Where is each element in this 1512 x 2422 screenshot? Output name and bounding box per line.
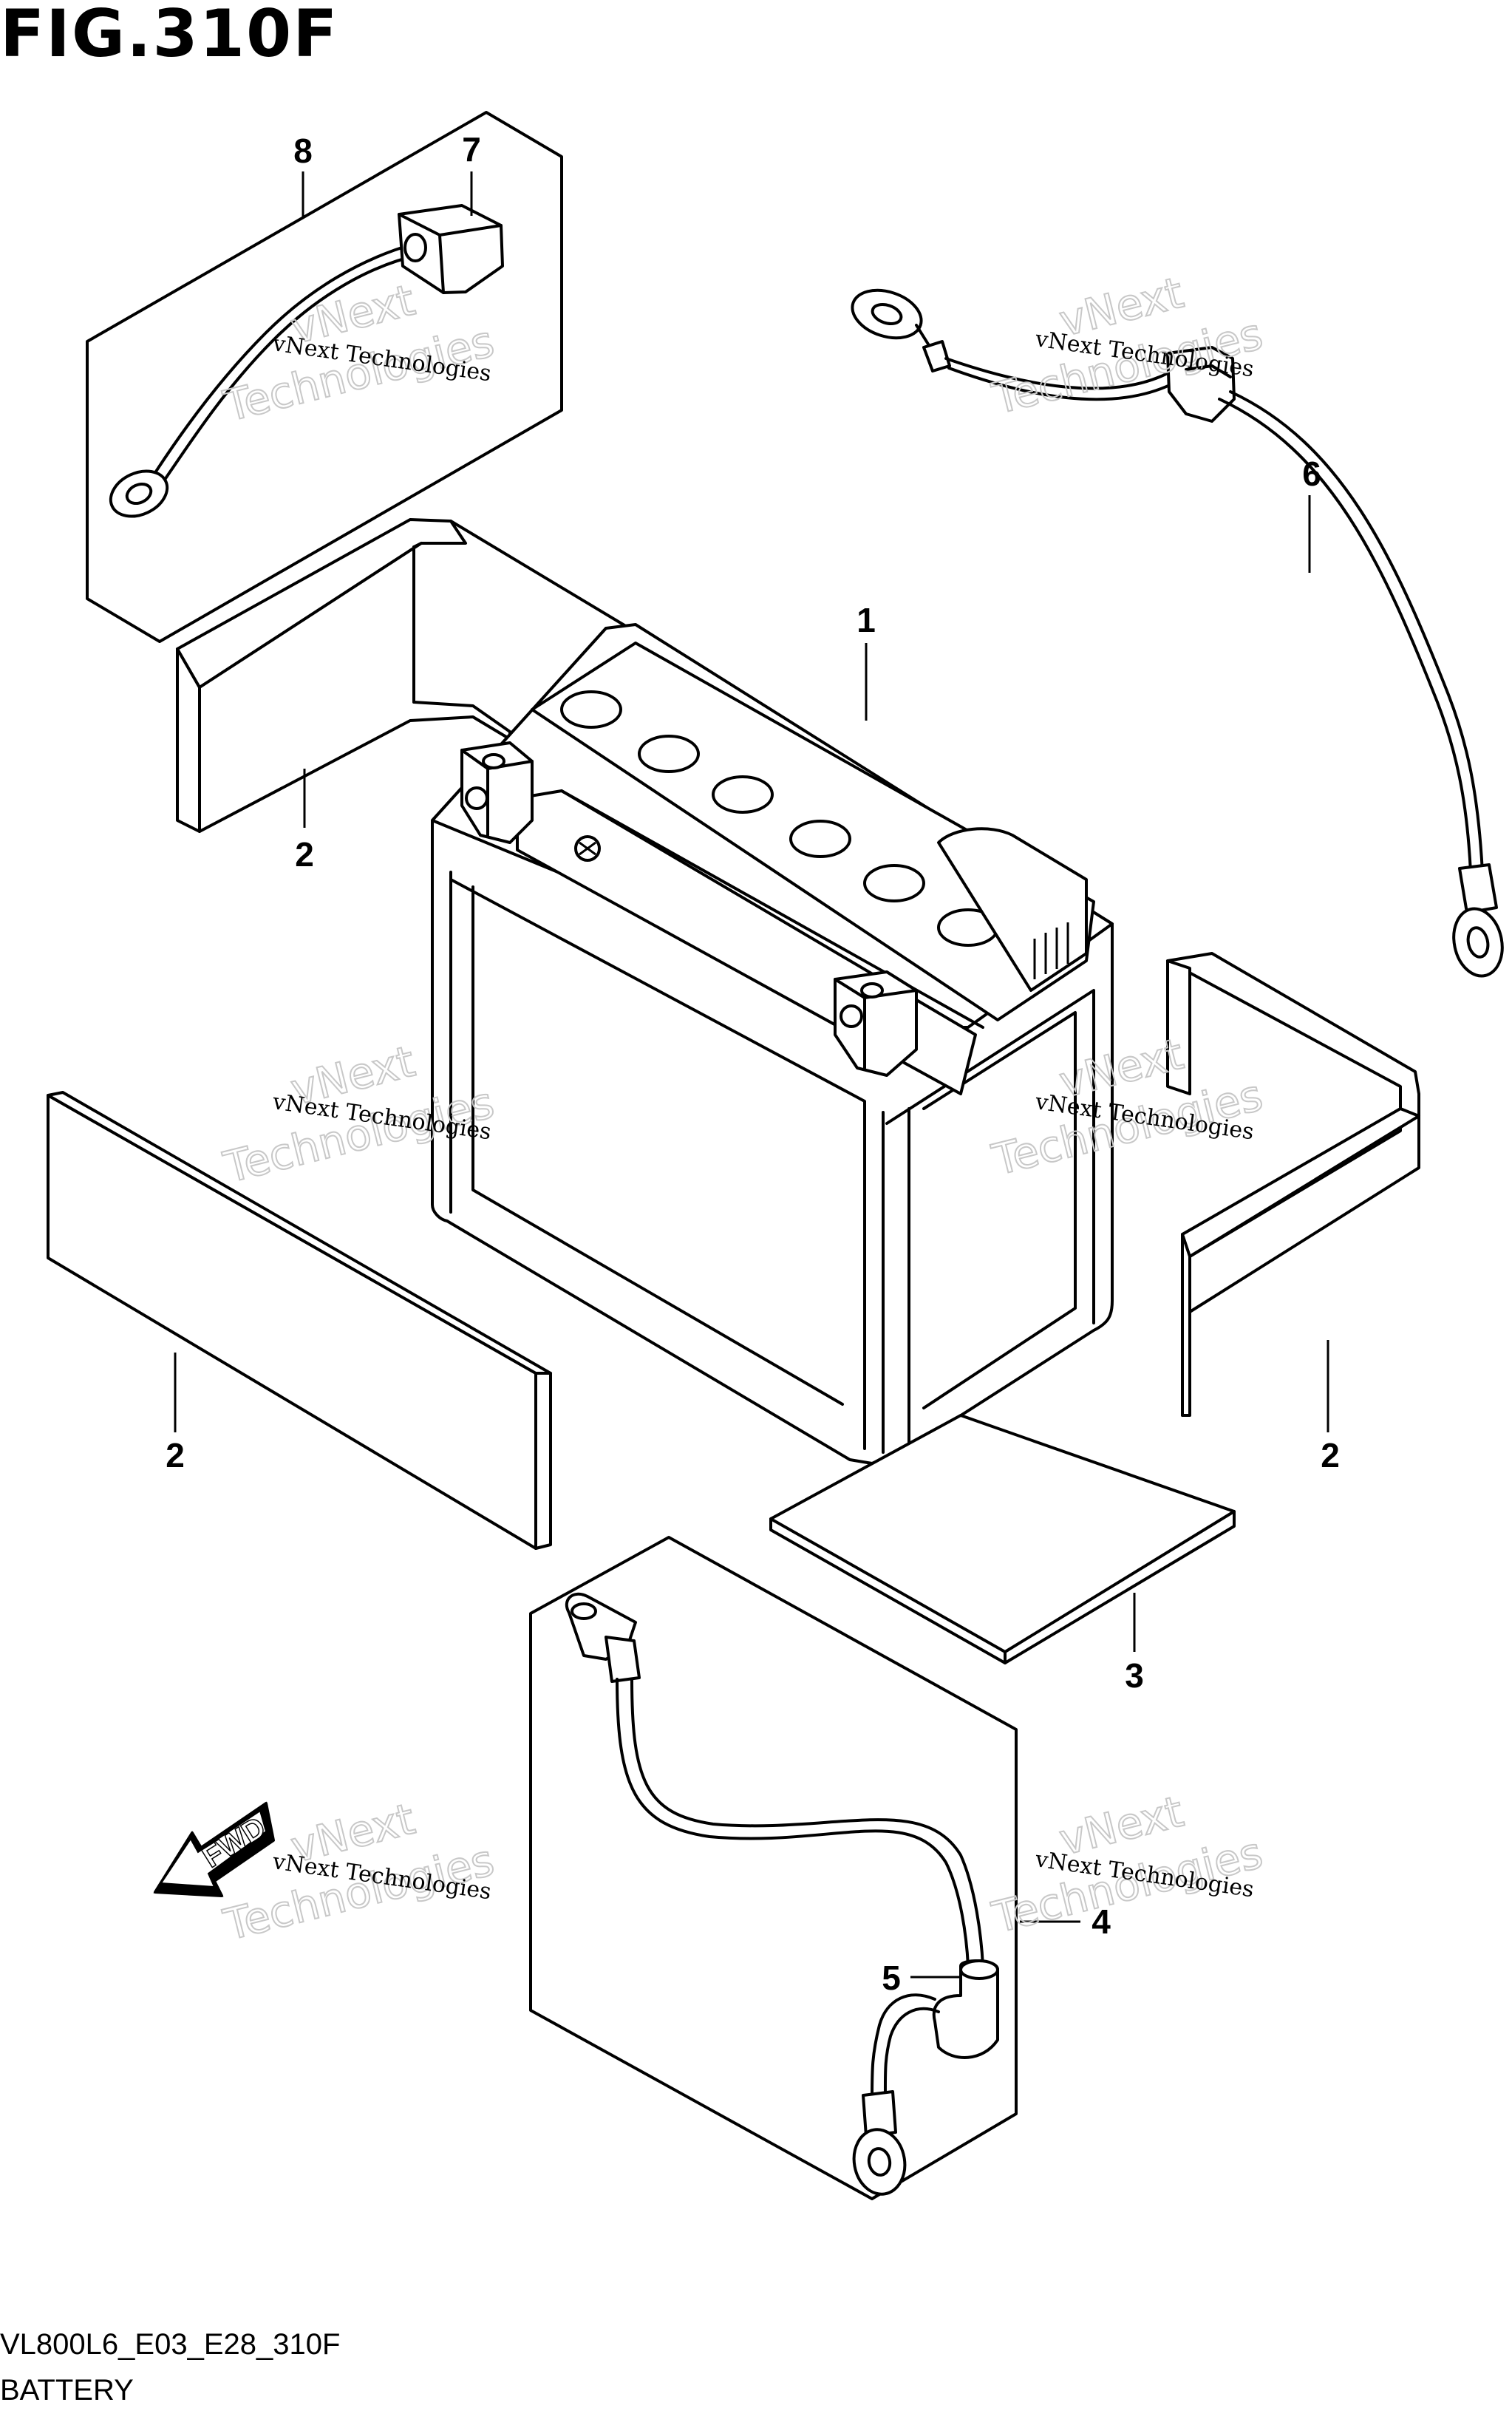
figure-name: BATTERY xyxy=(0,2374,134,2406)
callouts: 8 7 6 1 2 2 2 3 4 5 xyxy=(166,130,1340,1997)
figure-code: VL800L6_E03_E28_310F xyxy=(0,2328,341,2361)
callout-3: 3 xyxy=(1125,1656,1144,1695)
part-2-left-pad xyxy=(47,1091,552,1550)
part-1-battery xyxy=(431,623,1114,1465)
part-2-upper-left-pad xyxy=(176,518,637,833)
callout-1: 1 xyxy=(857,601,876,639)
forward-direction-arrow: FWD xyxy=(153,1801,275,1897)
part-3-pad xyxy=(769,1414,1236,1664)
callout-2-right: 2 xyxy=(1321,1436,1340,1474)
part-4-5-panel xyxy=(529,1536,1018,2200)
figure-title: FIG.310F xyxy=(0,0,339,72)
callout-2-left: 2 xyxy=(166,1436,185,1474)
callout-7: 7 xyxy=(462,130,481,169)
leader-lines xyxy=(174,171,1329,1979)
part-2-right-pad xyxy=(1166,952,1420,1417)
watermark-6: vNext Technologies vNext Technologies xyxy=(987,1786,1268,1944)
callout-8: 6 xyxy=(1302,455,1321,493)
callout-2-upper-left: 2 xyxy=(295,835,314,874)
callout-5: 5 xyxy=(882,1959,901,1997)
part-8-wire xyxy=(851,288,1504,978)
part-6-7-panel xyxy=(86,111,563,643)
callout-4: 4 xyxy=(1092,1902,1111,1941)
callout-6: 8 xyxy=(293,132,313,170)
